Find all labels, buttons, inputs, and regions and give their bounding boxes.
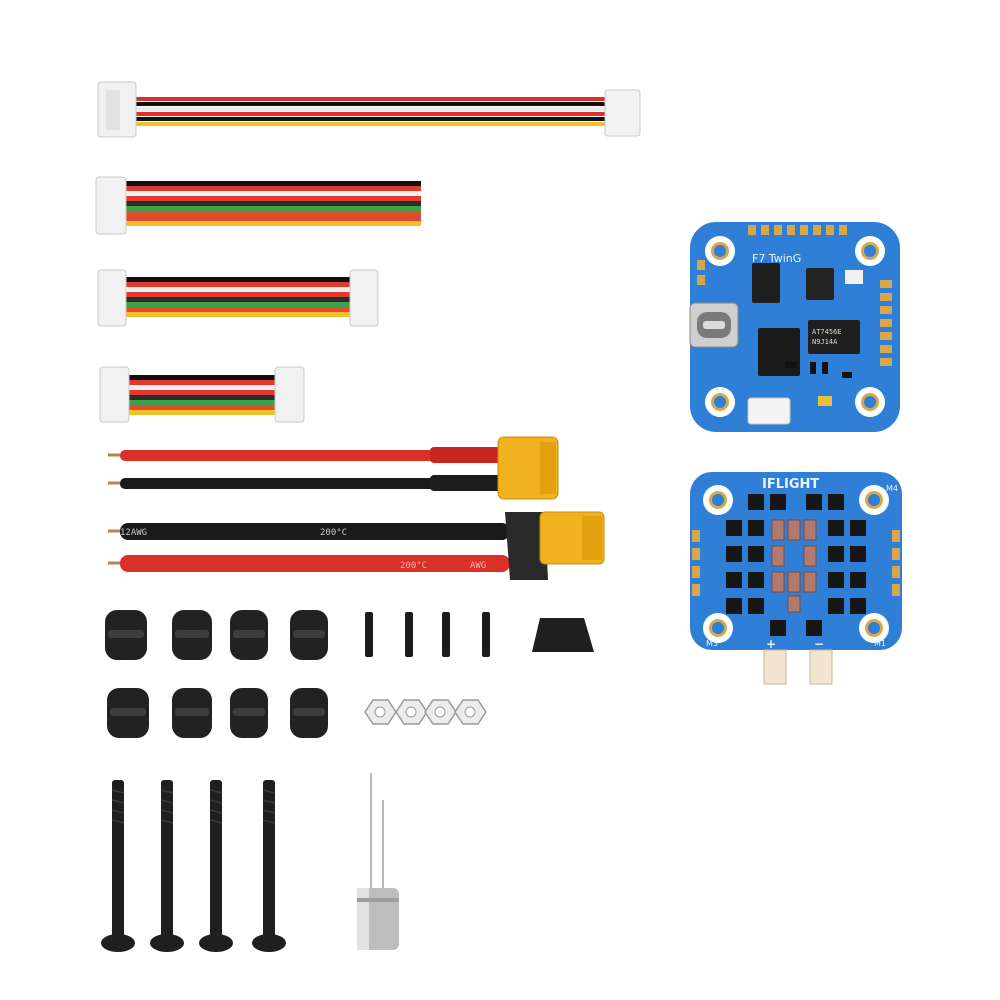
esc-motor-pad-m3: M3 — [706, 639, 718, 648]
cable-8pin-single — [95, 176, 421, 235]
osd-chip — [808, 320, 860, 354]
rubber-grommets — [105, 610, 328, 738]
awg-label-red: AWG — [470, 561, 486, 571]
mounting-bolts — [101, 780, 286, 952]
temp-label-red: 200°C — [400, 561, 427, 571]
fc-board-label: F7 TwinG — [752, 252, 801, 265]
esc-brand-label: IFLIGHT — [762, 477, 819, 492]
xt60-power-lead: 12AWG 200°C 200°C AWG — [108, 511, 605, 580]
esc-motor-pad-m4: M4 — [886, 484, 898, 493]
nylon-standoffs — [365, 612, 490, 657]
cable-8pin-double-medium — [97, 269, 379, 327]
mcu-chip — [758, 328, 800, 376]
esc-motor-pad-m1: M1 — [874, 639, 886, 648]
flight-controller-board: F7 TwinG AT7456E N9J14A — [689, 222, 900, 432]
xt30-power-lead — [108, 436, 559, 500]
temp-label-black: 200°C — [320, 528, 347, 538]
cable-4pin-long — [97, 81, 641, 138]
esc-positive-pad-label: + — [766, 637, 776, 651]
cable-8pin-double-short — [99, 366, 305, 423]
esc-board: IFLIGHT — [690, 472, 902, 685]
osd-chip-label-1: AT7456E — [812, 328, 842, 336]
usb-c-port-icon — [689, 302, 739, 348]
usb-port-cover — [532, 618, 594, 652]
osd-chip-label-2: N9J14A — [812, 338, 838, 346]
esc-negative-pad-label: − — [814, 637, 824, 651]
capacitor — [357, 773, 399, 950]
awg-label-black: 12AWG — [120, 528, 147, 538]
